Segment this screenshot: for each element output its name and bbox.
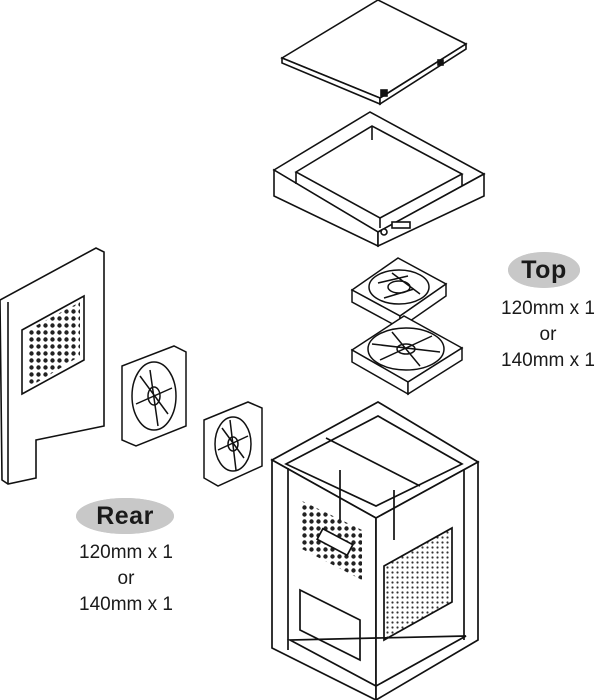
rear-badge-label: Rear	[96, 501, 154, 530]
top-cover-panel	[280, 0, 468, 106]
top-frame	[272, 111, 486, 248]
rear-spec-line2: or	[117, 568, 135, 589]
rear-fan-spec: 120mm x 1 or 140mm x 1	[56, 540, 196, 618]
top-spec-line1: 120mm x 1	[501, 298, 595, 319]
rear-panel	[0, 247, 105, 485]
top-fan-spec: 120mm x 1 or 140mm x 1	[492, 296, 603, 374]
top-fan-120	[350, 257, 448, 330]
top-fan-140	[350, 315, 464, 396]
top-spec-line2: or	[539, 324, 557, 345]
top-badge: Top	[508, 252, 580, 288]
top-badge-label: Top	[521, 255, 567, 284]
rear-spec-line1: 120mm x 1	[79, 542, 173, 563]
top-spec-line3: 140mm x 1	[501, 350, 595, 371]
rear-badge: Rear	[76, 498, 174, 534]
rear-fan-140	[121, 345, 187, 447]
rear-spec-line3: 140mm x 1	[79, 594, 173, 615]
rear-fan-120	[203, 401, 263, 487]
chassis-body	[270, 401, 480, 700]
